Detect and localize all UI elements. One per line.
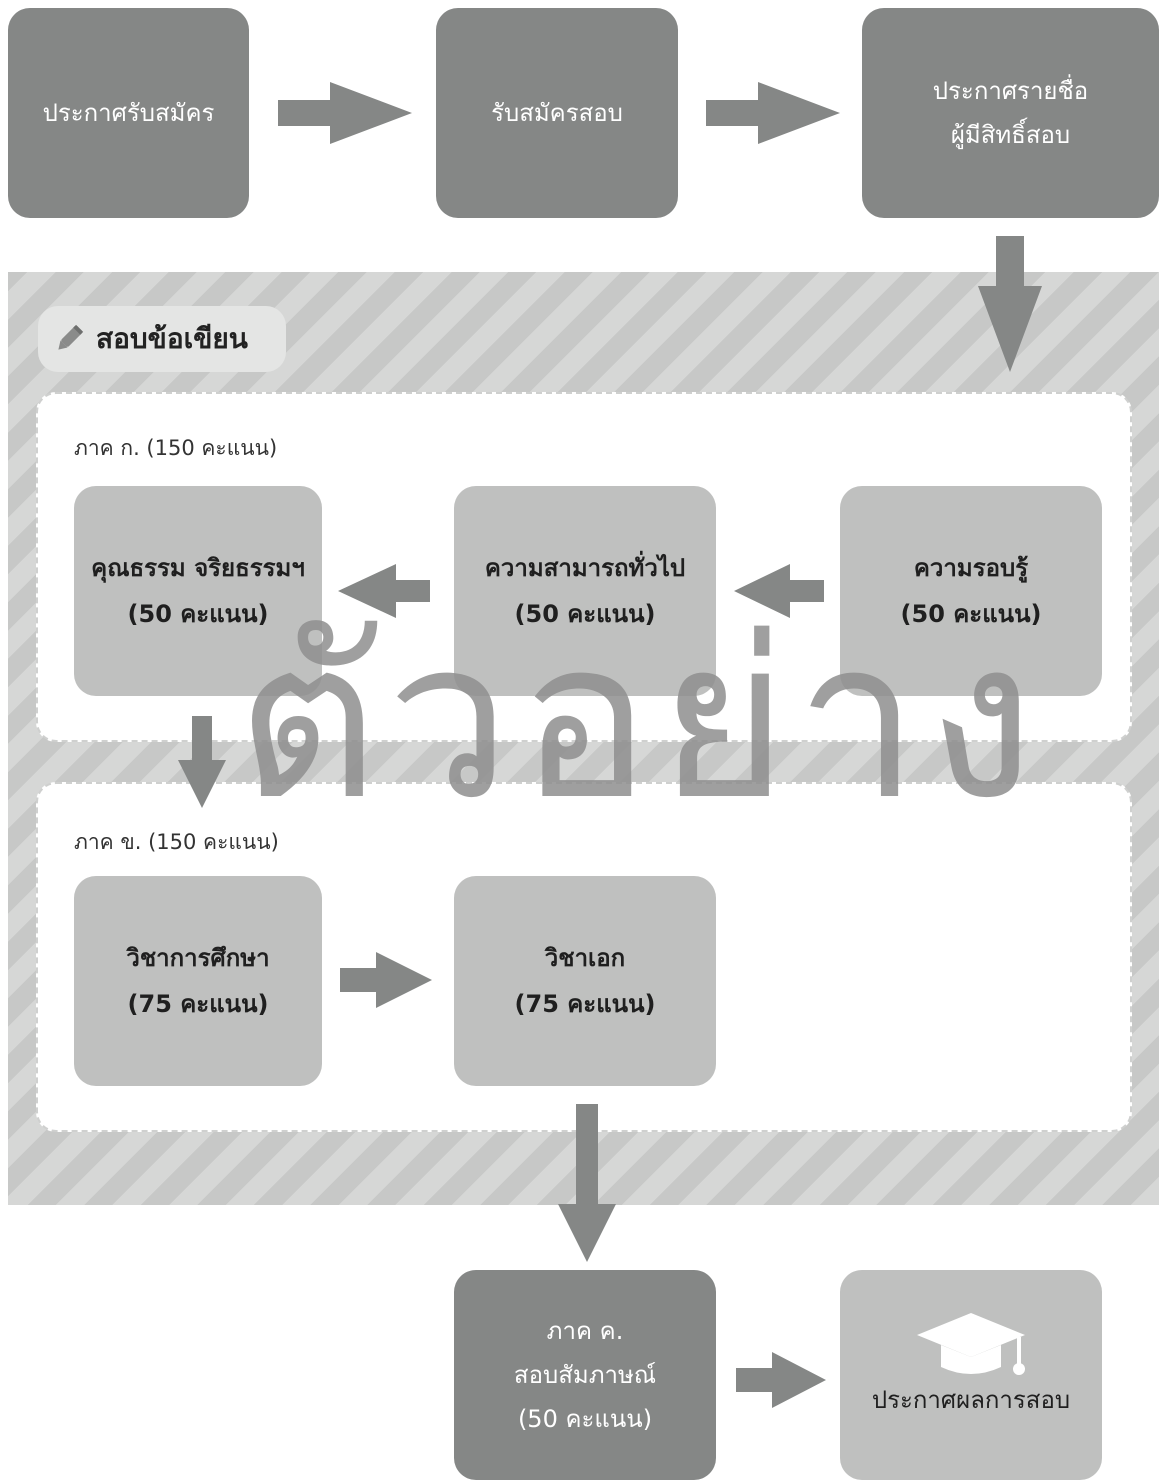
part-b-title: ภาค ข. (150 คะแนน): [74, 830, 279, 854]
watermark-text: ตัวอย่าง: [236, 592, 1043, 848]
part-a-title: ภาค ก. (150 คะแนน): [74, 436, 278, 460]
ethics-title: คุณธรรม จริยธรรมฯ: [91, 554, 305, 582]
major-score: (75 คะแนน): [514, 990, 656, 1018]
interview-line2: สอบสัมภาษณ์: [513, 1361, 657, 1389]
announce-apply-label: ประกาศรับสมัคร: [42, 99, 215, 127]
eligible-line2: ผู้มีสิทธิ์สอบ: [950, 121, 1071, 149]
ethics-score: (50 คะแนน): [127, 600, 269, 628]
ability-title: ความสามารถทั่วไป: [484, 554, 686, 582]
ethics-box: คุณธรรม จริยธรรมฯ (50 คะแนน): [74, 486, 322, 696]
arrow-right-3: [340, 952, 432, 1008]
arrow-right-1: [278, 82, 412, 144]
interview-line1: ภาค ค.: [546, 1317, 624, 1345]
knowledge-title: ความรอบรู้: [913, 554, 1029, 582]
eligible-line1: ประกาศรายชื่อ: [932, 77, 1089, 105]
ability-score: (50 คะแนน): [514, 600, 656, 628]
eligible-list-box: ประกาศรายชื่อ ผู้มีสิทธิ์สอบ: [862, 8, 1159, 218]
written-exam-label: สอบข้อเขียน: [38, 306, 286, 372]
result-box: ประกาศผลการสอบ: [840, 1270, 1102, 1480]
education-title: วิชาการศึกษา: [126, 944, 270, 972]
apply-exam-box: รับสมัครสอบ: [436, 8, 678, 218]
ability-box: ความสามารถทั่วไป (50 คะแนน): [454, 486, 716, 696]
major-box: วิชาเอก (75 คะแนน): [454, 876, 716, 1086]
interview-line3: (50 คะแนน): [517, 1405, 653, 1433]
arrow-down-eligible: [978, 236, 1042, 372]
education-box: วิชาการศึกษา (75 คะแนน): [74, 876, 322, 1086]
written-exam-title: สอบข้อเขียน: [96, 322, 248, 355]
education-score: (75 คะแนน): [127, 990, 269, 1018]
announce-apply-box: ประกาศรับสมัคร: [8, 8, 249, 218]
arrow-left-1: [734, 564, 824, 618]
arrow-down-major: [558, 1104, 616, 1262]
graduation-cap-icon: [911, 1307, 1031, 1375]
knowledge-score: (50 คะแนน): [900, 600, 1042, 628]
arrow-left-2: [338, 564, 430, 618]
arrow-right-2: [706, 82, 840, 144]
knowledge-box: ความรอบรู้ (50 คะแนน): [840, 486, 1102, 696]
apply-exam-label: รับสมัครสอบ: [491, 99, 623, 127]
major-title: วิชาเอก: [544, 944, 626, 972]
pencil-icon: [52, 322, 86, 356]
result-label: ประกาศผลการสอบ: [871, 1386, 1071, 1414]
arrow-right-4: [736, 1352, 826, 1408]
arrow-down-ethics: [178, 716, 226, 808]
interview-box: ภาค ค. สอบสัมภาษณ์ (50 คะแนน): [454, 1270, 716, 1480]
